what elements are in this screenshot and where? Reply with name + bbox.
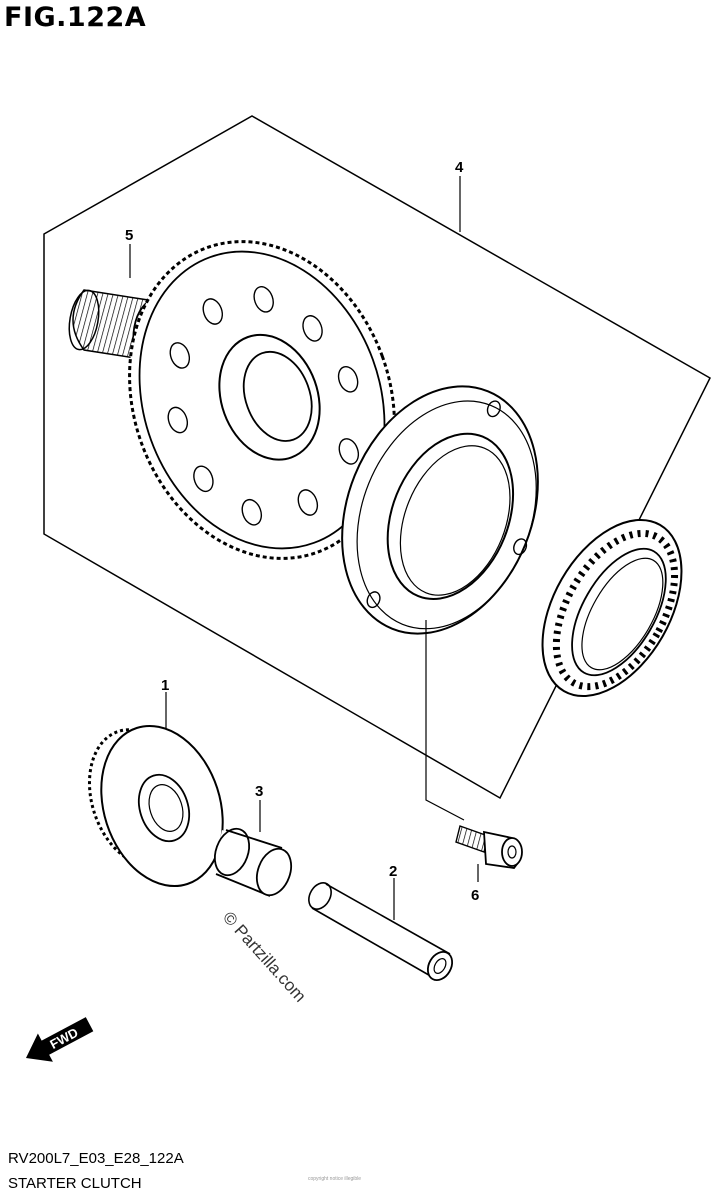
- bushing-part-3: [212, 800, 293, 898]
- one-way-clutch: [541, 518, 683, 698]
- callout-3: 3: [255, 783, 263, 800]
- callout-4: 4: [455, 159, 464, 176]
- diagram-name: STARTER CLUTCH: [8, 1175, 142, 1192]
- callout-6: 6: [471, 887, 479, 904]
- shaft-part-2: [308, 878, 454, 982]
- starter-clutch-housing: [341, 385, 539, 635]
- bolt-part-6: [455, 825, 523, 882]
- diagram-code: RV200L7_E03_E28_122A: [8, 1150, 184, 1167]
- starter-driven-gear: [128, 240, 396, 560]
- watermark-text: © Partzilla.com: [219, 908, 310, 1006]
- fwd-label: FWD: [47, 1025, 80, 1052]
- leader-6-assembly: [425, 620, 465, 821]
- callout-5: 5: [125, 227, 133, 244]
- figure-title: FIG.122A: [4, 2, 147, 33]
- starter-idle-gear-part-1: [87, 692, 224, 888]
- callout-2: 2: [389, 863, 397, 880]
- fwd-arrow-icon: FWD: [25, 1017, 94, 1062]
- copyright-microtext: copyright notice illegible: [308, 1176, 362, 1182]
- callout-1: 1: [161, 677, 169, 694]
